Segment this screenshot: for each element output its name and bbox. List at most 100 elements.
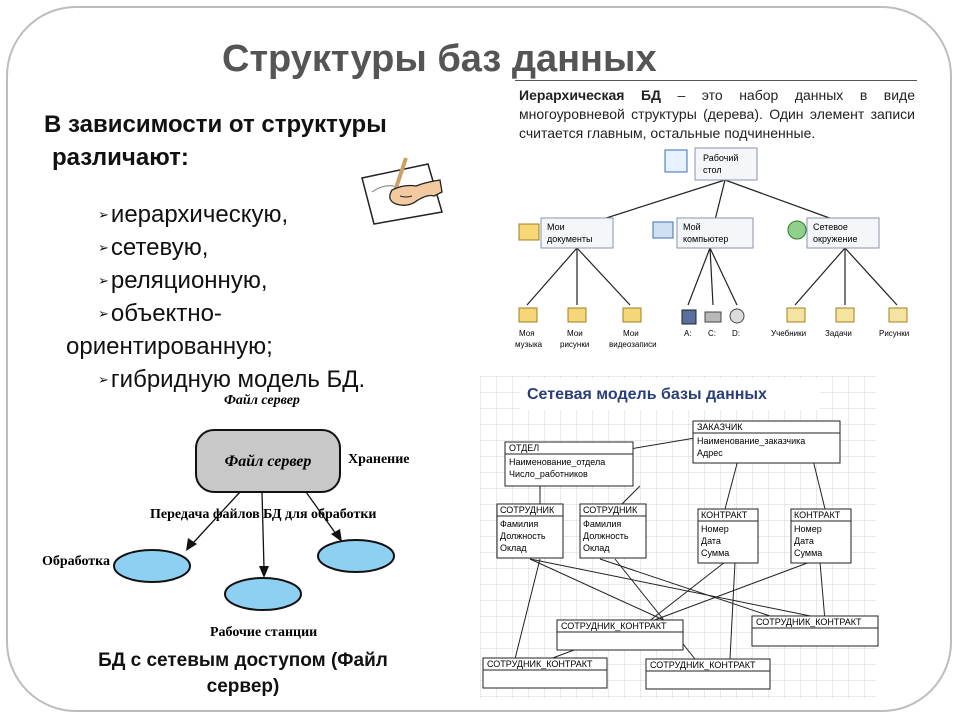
svg-text:Оклад: Оклад [500, 543, 527, 553]
tree-node-network: Сетевое окружение [787, 217, 880, 249]
svg-text:СОТРУДНИК_КОНТРАКТ: СОТРУДНИК_КОНТРАКТ [756, 617, 862, 627]
svg-text:Дата: Дата [794, 536, 814, 546]
tree-node-documents: Мои документы [518, 217, 614, 249]
computer-icon [652, 221, 674, 239]
svg-text:Моя: Моя [519, 329, 535, 338]
storage-label: Хранение [348, 452, 410, 467]
bullet-arrow-icon: ➢ [98, 306, 109, 321]
svg-text:Оклад: Оклад [583, 543, 610, 553]
floppy-icon [681, 309, 697, 325]
svg-text:Мой: Мой [683, 222, 701, 232]
svg-text:Сумма: Сумма [794, 548, 822, 558]
tree-leaf-music: Моя музыка [515, 307, 543, 349]
svg-text:окружение: окружение [813, 234, 857, 244]
entity-employee: СОТРУДНИК Фамилия Должность Оклад [496, 503, 564, 559]
fileserver-caption: БД с сетевым доступом (Файл сервер) [60, 648, 426, 700]
svg-text:СОТРУДНИК_КОНТРАКТ: СОТРУДНИК_КОНТРАКТ [487, 659, 593, 669]
svg-text:ОТДЕЛ: ОТДЕЛ [509, 443, 539, 453]
svg-text:Наименование_заказчика: Наименование_заказчика [697, 436, 805, 446]
folder-icon [518, 307, 538, 323]
entity-employee-contract: СОТРУДНИК_КОНТРАКТ [482, 657, 608, 689]
file-server-label: Файл сервер [225, 453, 312, 470]
intro-line-1: В зависимости от структуры [44, 111, 387, 138]
svg-text:КОНТРАКТ: КОНТРАКТ [794, 510, 841, 520]
entity-employee-contract: СОТРУДНИК_КОНТРАКТ [751, 615, 879, 647]
svg-text:ЗАКАЗЧИК: ЗАКАЗЧИК [697, 422, 743, 432]
list-item-continuation: ориентированную; [66, 333, 273, 360]
bullet-arrow-icon: ➢ [98, 273, 109, 288]
svg-text:Сумма: Сумма [701, 548, 729, 558]
tree-leaf-drive-c: C: [704, 311, 722, 338]
file-server-heading: Файл сервер [224, 393, 300, 408]
svg-text:Фамилия: Фамилия [500, 519, 538, 529]
svg-text:стол: стол [703, 165, 722, 175]
title-backing [520, 378, 820, 410]
workstation-ellipse [317, 539, 395, 573]
transfer-label: Передача файлов БД для обработки [150, 507, 376, 522]
svg-text:СОТРУДНИК: СОТРУДНИК [583, 505, 638, 515]
svg-text:Сетевое: Сетевое [813, 222, 848, 232]
svg-text:Наименование_отдела: Наименование_отдела [509, 457, 605, 467]
bullet-arrow-icon: ➢ [98, 372, 109, 387]
svg-text:Адрес: Адрес [697, 448, 723, 458]
network-globe-icon [787, 220, 807, 240]
svg-text:Учебники: Учебники [771, 329, 806, 338]
list-item: ➢сетевую, [98, 234, 209, 261]
svg-text:Задачи: Задачи [825, 329, 852, 338]
svg-text:Мои: Мои [567, 329, 583, 338]
folder-icon [622, 307, 642, 323]
tree-node-root: Рабочий стол [664, 147, 758, 181]
caption-line-1: БД с сетевым доступом (Файл [98, 650, 388, 671]
shared-folder-icon [786, 307, 806, 323]
bullet-arrow-icon: ➢ [98, 240, 109, 255]
svg-text:Номер: Номер [701, 524, 729, 534]
hard-drive-icon [704, 311, 722, 323]
tree-leaf-tasks: Задачи [825, 307, 855, 338]
list-item: ➢реляционную, [98, 267, 268, 294]
hierarchy-description: Иерархическая БД – это набор данных в ви… [519, 86, 915, 143]
svg-text:видеозаписи: видеозаписи [609, 340, 657, 349]
db-types-list: ➢иерархическую, ➢сетевую, ➢реляционную, … [66, 198, 365, 396]
svg-text:документы: документы [547, 234, 592, 244]
svg-text:Мои: Мои [623, 329, 639, 338]
svg-text:Номер: Номер [794, 524, 822, 534]
svg-text:Число_работников: Число_работников [509, 469, 588, 479]
tree-leaf-drive-a: A: [681, 309, 697, 338]
list-item: ➢объектно- [98, 300, 222, 327]
desktop-icon [664, 149, 688, 173]
hierarchy-definition: – это набор данных в виде многоуровневой… [519, 87, 915, 141]
svg-text:Фамилия: Фамилия [583, 519, 621, 529]
intro-text: В зависимости от структуры различают: [44, 108, 387, 174]
file-server-diagram: Файл сервер Файл сервер Хранение Передач… [42, 393, 410, 640]
svg-text:Должность: Должность [583, 531, 629, 541]
svg-text:D:: D: [732, 329, 740, 338]
svg-text:Рабочий: Рабочий [703, 153, 738, 163]
network-model-title: Сетевая модель базы данных [527, 386, 767, 403]
svg-text:A:: A: [684, 329, 692, 338]
bullet-arrow-icon: ➢ [98, 207, 109, 222]
workstation-ellipse [113, 549, 191, 583]
entity-employee: СОТРУДНИК Фамилия Должность Оклад [579, 503, 647, 559]
tree-leaf-videos: Мои видеозаписи [609, 307, 657, 349]
folder-icon [567, 307, 587, 323]
entity-employee-contract: СОТРУДНИК_КОНТРАКТ [556, 619, 684, 651]
hierarchy-term: Иерархическая БД [519, 87, 661, 103]
svg-text:КОНТРАКТ: КОНТРАКТ [701, 510, 748, 520]
intro-line-2: различают: [52, 144, 189, 171]
hierarchy-tree-diagram: Рабочий стол Мои документы Мой компьютер… [515, 147, 909, 349]
tree-leaf-drive-d: D: [729, 308, 745, 338]
list-item: ➢гибридную модель БД. [98, 366, 366, 393]
entity-customer: ЗАКАЗЧИК Наименование_заказчика Адрес [692, 420, 841, 464]
list-item: ➢иерархическую, [98, 201, 289, 228]
workstation-ellipse [224, 577, 302, 611]
svg-text:музыка: музыка [515, 340, 543, 349]
slide-title: Структуры баз данных [222, 38, 657, 80]
svg-text:СОТРУДНИК_КОНТРАКТ: СОТРУДНИК_КОНТРАКТ [650, 660, 756, 670]
svg-text:Рисунки: Рисунки [879, 329, 909, 338]
svg-text:Дата: Дата [701, 536, 721, 546]
folder-icon [518, 223, 540, 241]
network-model-diagram: ЗАКАЗЧИК Наименование_заказчика Адрес ОТ… [480, 376, 879, 698]
shared-folder-icon [835, 307, 855, 323]
shared-folder-icon [888, 307, 908, 323]
